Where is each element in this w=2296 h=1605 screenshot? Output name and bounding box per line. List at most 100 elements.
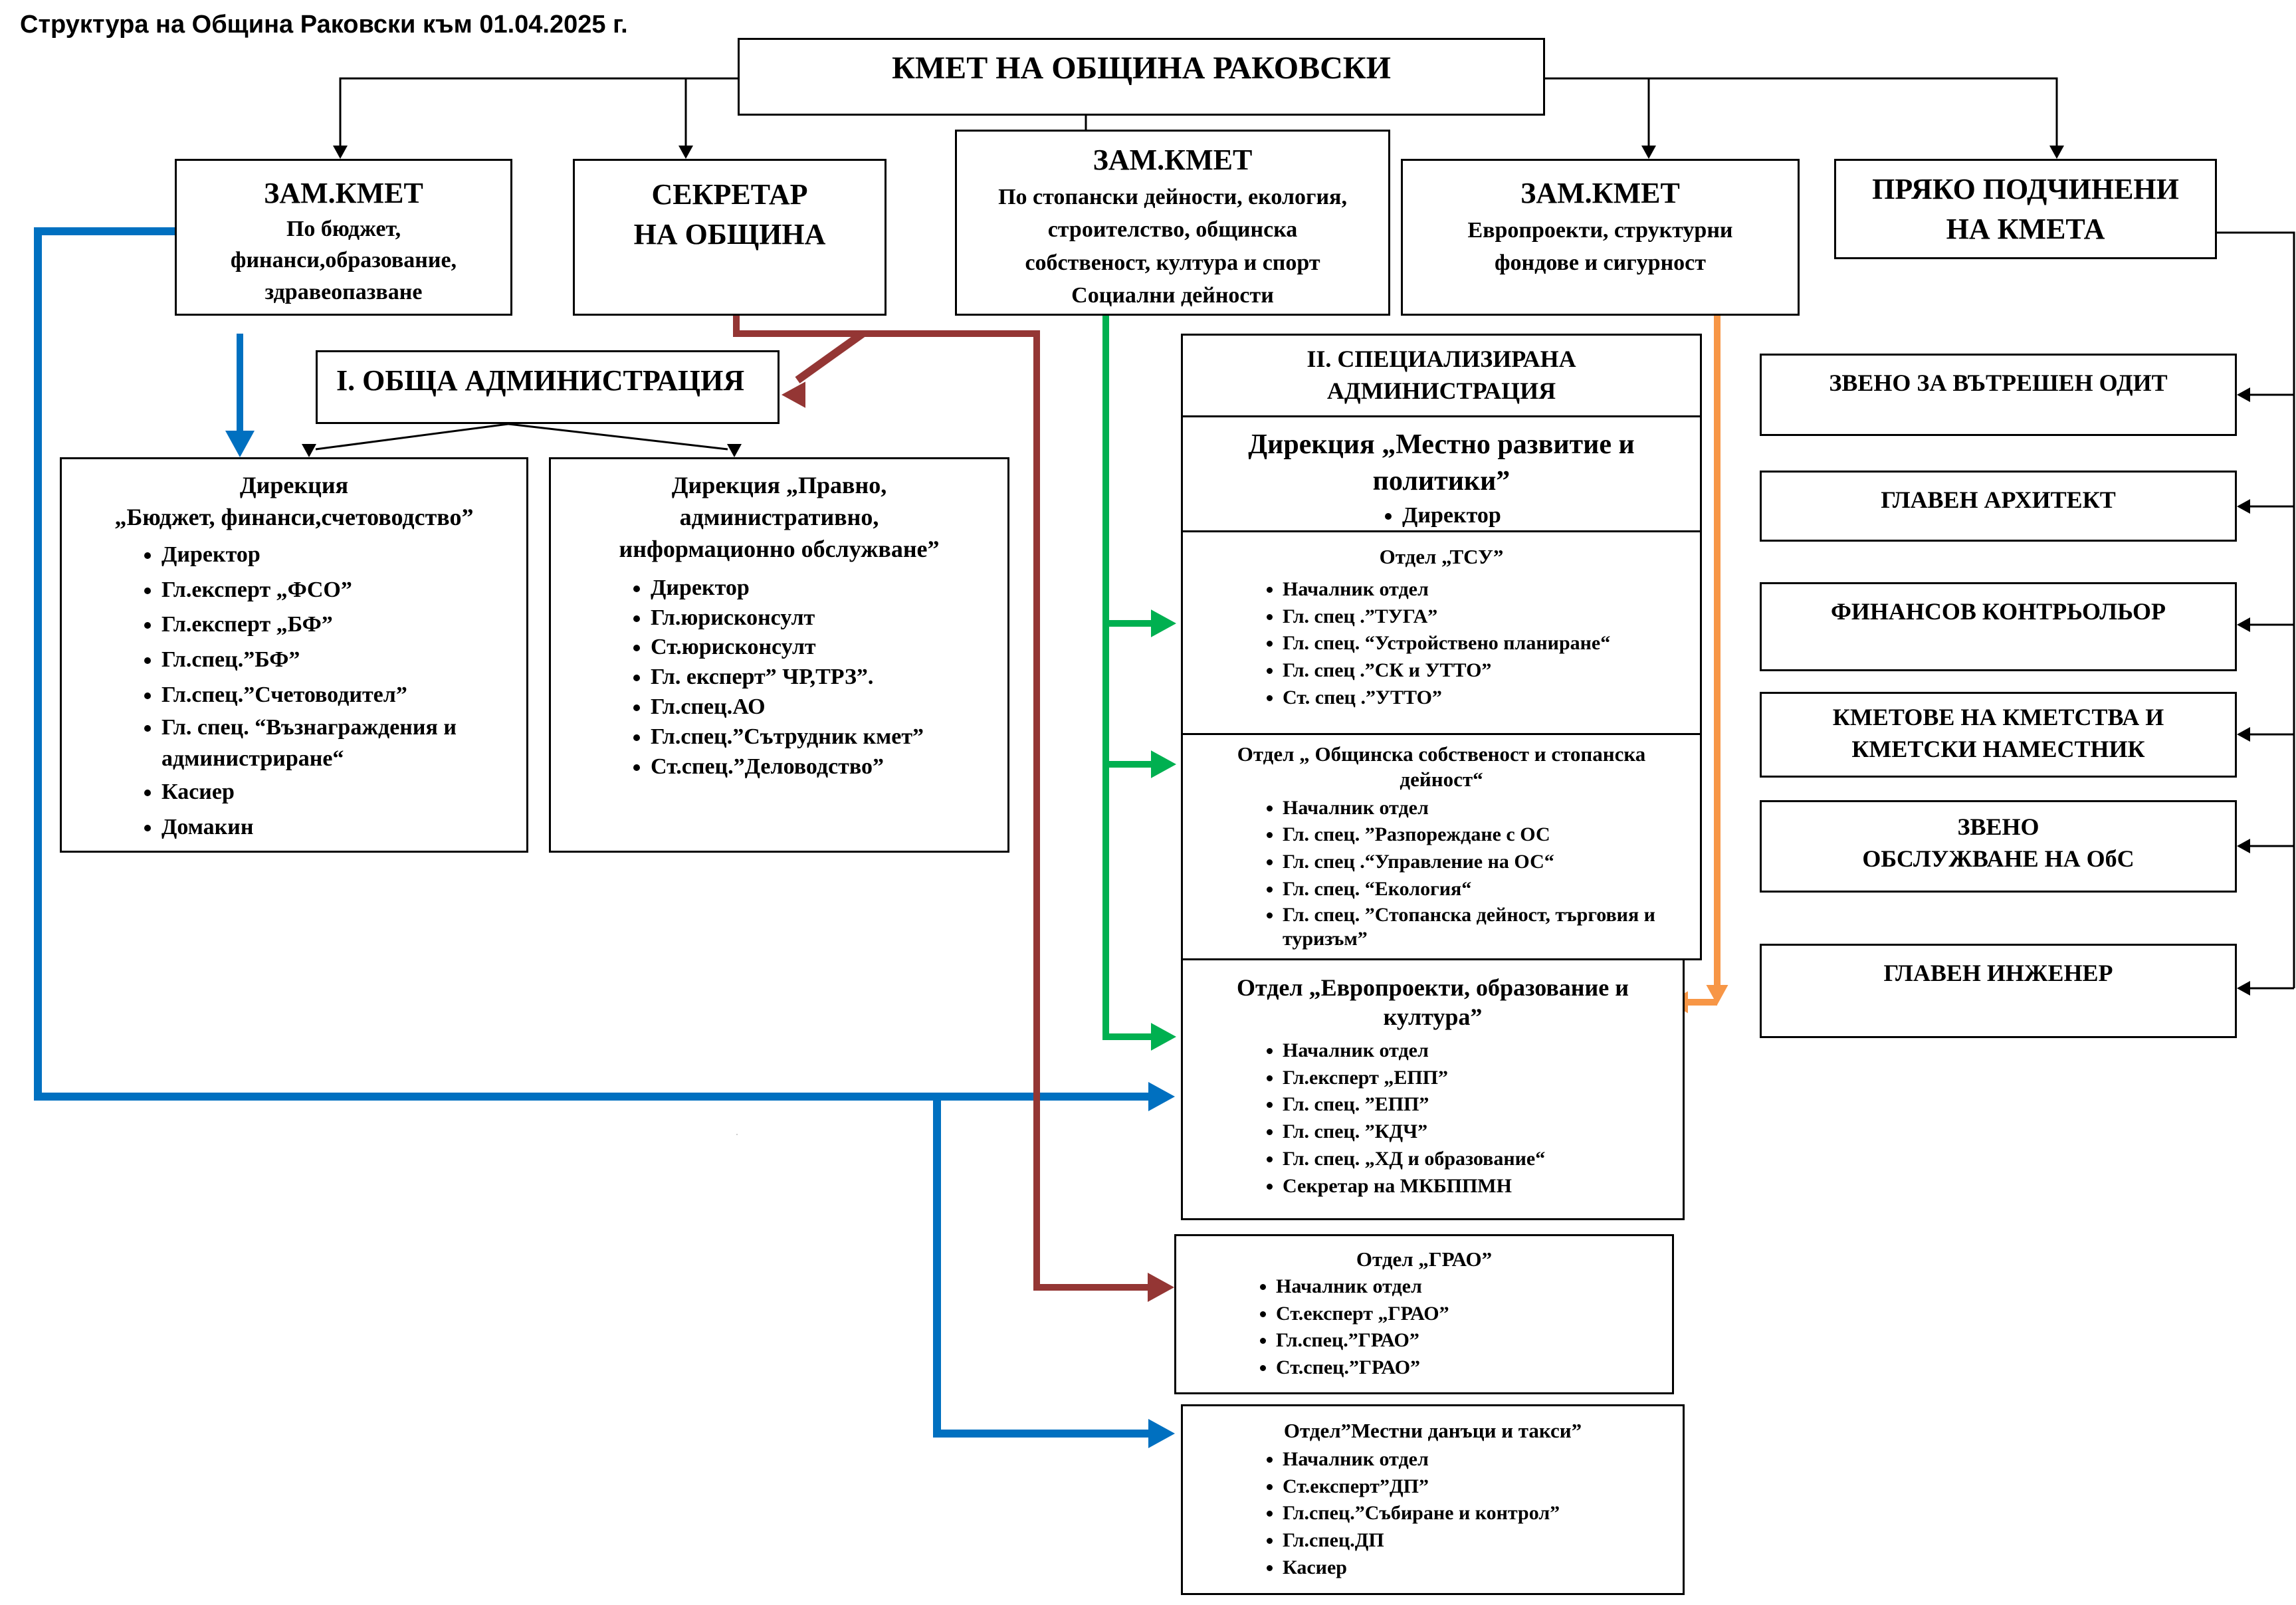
red-arrowhead	[1148, 1273, 1174, 1302]
list-item: Гл. спец. ”ЕПП”	[1283, 1091, 1683, 1119]
deputy-economy-line: По стопански дейности, екология,	[998, 184, 1347, 209]
dir-legal-line: информационно обслужване”	[619, 535, 940, 562]
red-arrowhead	[782, 381, 805, 408]
list-item: Гл. експерт” ЧР,ТРЗ”.	[651, 663, 994, 693]
list-item: Секретар на МКБППМН	[1283, 1173, 1683, 1200]
list-item: Гл.експерт „БФ”	[161, 607, 506, 643]
connector-line	[508, 423, 728, 451]
deputy-economy-line: Социални дейности	[1071, 283, 1274, 308]
dir-budget-line: Дирекция	[239, 472, 349, 498]
dir-legal-list: Директор Гл.юрисконсулт Ст.юрисконсулт Г…	[551, 574, 1007, 782]
list-item: Гл.спец.ДП	[1283, 1527, 1683, 1554]
financial-controller-box: ФИНАНСОВ КОНТРЬОЛЬОР	[1760, 582, 2237, 671]
right-unit-line: ГЛАВЕН ИНЖЕНЕР	[1883, 960, 2113, 986]
list-item: Гл.юрисконсулт	[651, 603, 994, 633]
deputy-finance-line: По бюджет,	[286, 216, 401, 241]
chief-architect-box: ГЛАВЕН АРХИТЕКТ	[1760, 471, 2237, 542]
green-arrowhead	[1151, 750, 1176, 778]
stray-dot	[736, 1134, 738, 1135]
list-item: Гл. спец .“Управление на ОС“	[1283, 849, 1660, 876]
right-unit-line: ГЛАВЕН АРХИТЕКТ	[1881, 486, 2116, 513]
list-item: Началник отдел	[1283, 1037, 1683, 1065]
list-item: Касиер	[1283, 1554, 1683, 1582]
list-item: Ст.спец.”ГРАО”	[1276, 1354, 1672, 1382]
deputy-finance-title: ЗАМ.КМЕТ	[264, 177, 423, 209]
orange-arrowhead	[1706, 985, 1728, 1005]
list-item: Гл. спец .”СК и УТТО”	[1283, 657, 1700, 685]
department-grao-box: Отдел „ГРАО” Началник отдел Ст.експерт „…	[1174, 1234, 1674, 1394]
deputy-economy-title: ЗАМ.КМЕТ	[1093, 144, 1253, 176]
deputy-finance-line: здравеопазване	[264, 279, 423, 304]
list-item: Ст.експерт „ГРАО”	[1276, 1301, 1672, 1328]
connector-line	[1545, 77, 2058, 148]
list-item: Касиер	[161, 775, 506, 810]
right-unit-line: ЗВЕНО ЗА ВЪТРЕШЕН ОДИТ	[1829, 370, 2168, 396]
list-item: Гл.експерт „ЕПП”	[1283, 1065, 1683, 1092]
dept-euro-list: Началник отдел Гл.експерт „ЕПП” Гл. спец…	[1183, 1037, 1683, 1200]
dept-tsu-title: Отдел „ТСУ”	[1379, 545, 1504, 568]
green-connector	[1102, 316, 1160, 1040]
list-item: Гл. спец. ”КДЧ”	[1283, 1119, 1683, 1146]
arrowhead	[678, 146, 693, 159]
list-item: Гл. спец. ”Стопанска дейност, търговия и…	[1283, 903, 1660, 952]
department-tsu-box: Отдел „ТСУ” Началник отдел Гл. спец .”ТУ…	[1181, 530, 1702, 735]
list-item: Директор	[651, 574, 994, 603]
deputy-europe-line: Европроекти, структурни	[1467, 217, 1733, 243]
list-item: Началник отдел	[1283, 795, 1660, 822]
dept-taxes-title: Отдел”Местни данъци и такси”	[1283, 1419, 1582, 1442]
list-item: Домакин	[161, 810, 506, 845]
list-item: Гл. спец. “Устройствено планиране“	[1283, 630, 1700, 657]
department-taxes-box: Отдел”Местни данъци и такси” Началник от…	[1181, 1404, 1685, 1595]
dept-taxes-list: Началник отдел Ст.експерт”ДП” Гл.спец.”С…	[1183, 1446, 1683, 1582]
dir-local-line: политики”	[1372, 466, 1511, 497]
list-item: Директор	[161, 538, 506, 573]
arrowhead	[2237, 839, 2250, 853]
chief-engineer-box: ГЛАВЕН ИНЖЕНЕР	[1760, 944, 2237, 1038]
right-unit-line: ФИНАНСОВ КОНТРЬОЛЬОР	[1831, 598, 2166, 625]
list-item: Гл.спец.”ГРАО”	[1276, 1327, 1672, 1354]
dir-legal-line: административно,	[679, 503, 879, 530]
special-admin-line: АДМИНИСТРАЦИЯ	[1326, 377, 1556, 404]
dir-legal-line: Дирекция „Правно,	[671, 472, 887, 498]
council-service-box: ЗВЕНО ОБСЛУЖВАНЕ НА ОбС	[1760, 800, 2237, 893]
list-item: Гл. спец. “Възнаграждения и администрира…	[161, 712, 506, 775]
specialized-administration-box: II. СПЕЦИАЛИЗИРАНА АДМИНИСТРАЦИЯ	[1181, 334, 1702, 417]
deputy-mayor-europe-box: ЗАМ.КМЕТ Европроекти, структурни фондове…	[1401, 159, 1800, 316]
arrowhead	[2237, 499, 2250, 514]
arrowhead	[333, 146, 348, 159]
list-item: Гл.спец.АО	[651, 693, 994, 722]
arrowhead	[1641, 146, 1656, 159]
arrowhead	[2237, 617, 2250, 632]
arrowhead	[2237, 727, 2250, 742]
dept-tsu-list: Началник отдел Гл. спец .”ТУГА” Гл. спец…	[1183, 576, 1700, 712]
general-administration-title: I. ОБЩА АДМИНИСТРАЦИЯ	[336, 364, 745, 397]
department-property-box: Отдел „ Общинска собственост и стопанска…	[1181, 733, 1702, 960]
arrowhead	[2049, 146, 2064, 159]
arrowhead	[302, 444, 316, 457]
list-item: Гл.спец.”Сътрудник кмет”	[651, 722, 994, 752]
deputy-mayor-finance-box: ЗАМ.КМЕТ По бюджет, финанси,образование,…	[175, 159, 512, 316]
blue-arrowhead	[1148, 1082, 1175, 1111]
right-unit-line: КМЕТОВЕ НА КМЕТСТВА И	[1832, 704, 2164, 730]
mayor-box: КМЕТ НА ОБЩИНА РАКОВСКИ	[738, 38, 1545, 116]
deputy-europe-line: фондове и сигурност	[1495, 251, 1706, 276]
list-item: Гл.спец.”БФ”	[161, 643, 506, 678]
arrowhead	[727, 444, 742, 457]
dept-property-line: Отдел „ Общинска собственост и стопанска	[1237, 742, 1646, 766]
special-admin-line: II. СПЕЦИАЛИЗИРАНА	[1306, 346, 1576, 372]
list-item: Ст.спец.”Деловодство”	[651, 752, 994, 782]
list-item: Гл.експерт „ФСО”	[161, 573, 506, 608]
right-unit-line: ЗВЕНО	[1957, 813, 2039, 840]
connector-line	[2217, 231, 2295, 988]
right-unit-line: КМЕТСКИ НАМЕСТНИК	[1851, 735, 2145, 762]
dept-euro-line: Отдел „Европроекти, образование и	[1236, 974, 1629, 1001]
village-mayors-box: КМЕТОВЕ НА КМЕТСТВА И КМЕТСКИ НАМЕСТНИК	[1760, 692, 2237, 778]
right-unit-line: ОБСЛУЖВАНЕ НА ОбС	[1862, 845, 2135, 872]
dir-local-line: Дирекция „Местно развитие и	[1248, 429, 1635, 460]
list-item: Гл.спец.”Счетоводител”	[161, 678, 506, 713]
dir-budget-list: Директор Гл.експерт „ФСО” Гл.експерт „БФ…	[62, 538, 526, 845]
red-connector	[795, 330, 865, 383]
deputy-finance-line: финанси,образование,	[230, 248, 457, 273]
list-item: Гл. спец. “Екология“	[1283, 876, 1660, 903]
list-item: Гл. спец. ”Разпореждане с ОС	[1283, 821, 1660, 849]
